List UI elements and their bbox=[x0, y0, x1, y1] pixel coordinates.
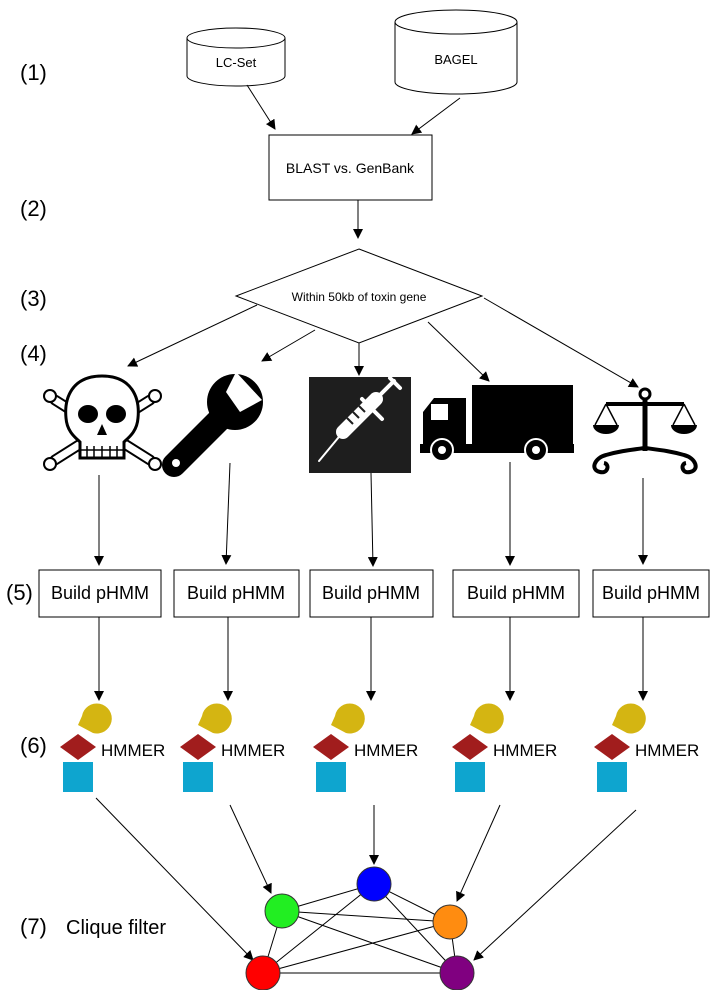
blast-label: BLAST vs. GenBank bbox=[286, 160, 415, 176]
arrow-to-regulation bbox=[483, 297, 639, 388]
arrow-lcset-to-blast bbox=[246, 84, 276, 130]
hmmer-groups: HMMER HMMER HMMER HMMER HMMER bbox=[60, 703, 699, 792]
hmmer-group-5: HMMER bbox=[594, 703, 699, 792]
profile-square-icon bbox=[455, 762, 485, 792]
arrow-modification-to-build bbox=[221, 462, 232, 565]
arrow-hmmer2-to-graph bbox=[229, 804, 272, 894]
profile-diamond-icon bbox=[594, 734, 630, 760]
hmmer-group-2: HMMER bbox=[180, 703, 285, 792]
bagel-database: BAGEL bbox=[394, 9, 518, 95]
arrow-to-toxin bbox=[127, 304, 258, 367]
arrow-to-transport bbox=[427, 321, 490, 382]
toxin-distance-decision: Within 50kb of toxin gene bbox=[234, 248, 484, 344]
step-label-1: (1) bbox=[20, 60, 47, 85]
hmmer-label: HMMER bbox=[354, 741, 418, 760]
syringe-icon bbox=[309, 376, 411, 473]
profile-square-icon bbox=[597, 762, 627, 792]
arrow-delivery-to-build bbox=[367, 472, 378, 567]
profile-diamond-icon bbox=[313, 734, 349, 760]
wrench-icon bbox=[162, 372, 263, 477]
hmmer-group-1: HMMER bbox=[60, 703, 165, 792]
profile-circle-icon bbox=[470, 703, 504, 734]
decision-label: Within 50kb of toxin gene bbox=[292, 290, 427, 304]
balance-scale-icon bbox=[592, 387, 698, 475]
truck-icon bbox=[420, 385, 574, 462]
hmmer-label: HMMER bbox=[221, 741, 285, 760]
step-label-5: (5) bbox=[6, 580, 33, 605]
arrow-hmmer4-to-graph bbox=[456, 804, 501, 902]
lcset-database: LC-Set bbox=[186, 27, 286, 87]
node-orange bbox=[432, 904, 468, 940]
node-red bbox=[245, 955, 281, 990]
clique-filter-label: Clique filter bbox=[66, 917, 166, 939]
build-phmm-label: Build pHMM bbox=[467, 583, 565, 603]
profile-diamond-icon bbox=[180, 734, 216, 760]
profile-diamond-icon bbox=[60, 734, 96, 760]
profile-square-icon bbox=[316, 762, 346, 792]
blast-box: BLAST vs. GenBank bbox=[268, 134, 433, 201]
profile-circle-icon bbox=[331, 703, 365, 734]
hmmer-group-4: HMMER bbox=[452, 703, 557, 792]
step-label-6: (6) bbox=[20, 733, 47, 758]
arrow-to-modification bbox=[261, 329, 316, 362]
build-phmm-label: Build pHMM bbox=[602, 583, 700, 603]
build-phmm-box-2: Build pHMM bbox=[173, 569, 300, 618]
step-label-4: (4) bbox=[20, 341, 47, 366]
build-phmm-box-5: Build pHMM bbox=[592, 569, 710, 618]
profile-square-icon bbox=[183, 762, 213, 792]
profile-square-icon bbox=[63, 762, 93, 792]
build-phmm-label: Build pHMM bbox=[322, 583, 420, 603]
profile-circle-icon bbox=[198, 703, 232, 734]
hmmer-group-3: HMMER bbox=[313, 703, 418, 792]
hmmer-label: HMMER bbox=[493, 741, 557, 760]
arrow-hmmer5-to-graph bbox=[473, 809, 637, 961]
node-purple bbox=[439, 955, 475, 990]
step-label-7: (7) bbox=[20, 914, 47, 939]
profile-diamond-icon bbox=[452, 734, 488, 760]
clique-graph bbox=[245, 866, 475, 990]
step-label-2: (2) bbox=[20, 196, 47, 221]
step-label-3: (3) bbox=[20, 286, 47, 311]
build-phmm-box-3: Build pHMM bbox=[309, 569, 434, 618]
profile-circle-icon bbox=[612, 703, 646, 734]
lcset-label: LC-Set bbox=[216, 55, 257, 70]
build-phmm-box-4: Build pHMM bbox=[452, 569, 580, 618]
build-phmm-label: Build pHMM bbox=[187, 583, 285, 603]
build-phmm-box-1: Build pHMM bbox=[38, 569, 162, 618]
skull-crossbones-icon bbox=[43, 374, 162, 471]
hmmer-label: HMMER bbox=[101, 741, 165, 760]
arrow-hmmer1-to-graph bbox=[95, 797, 254, 961]
node-green bbox=[264, 893, 300, 929]
profile-circle-icon bbox=[78, 703, 112, 734]
bagel-label: BAGEL bbox=[434, 52, 477, 67]
hmmer-label: HMMER bbox=[635, 741, 699, 760]
arrow-bagel-to-blast bbox=[411, 97, 461, 135]
node-blue bbox=[356, 866, 392, 902]
build-phmm-label: Build pHMM bbox=[51, 583, 149, 603]
